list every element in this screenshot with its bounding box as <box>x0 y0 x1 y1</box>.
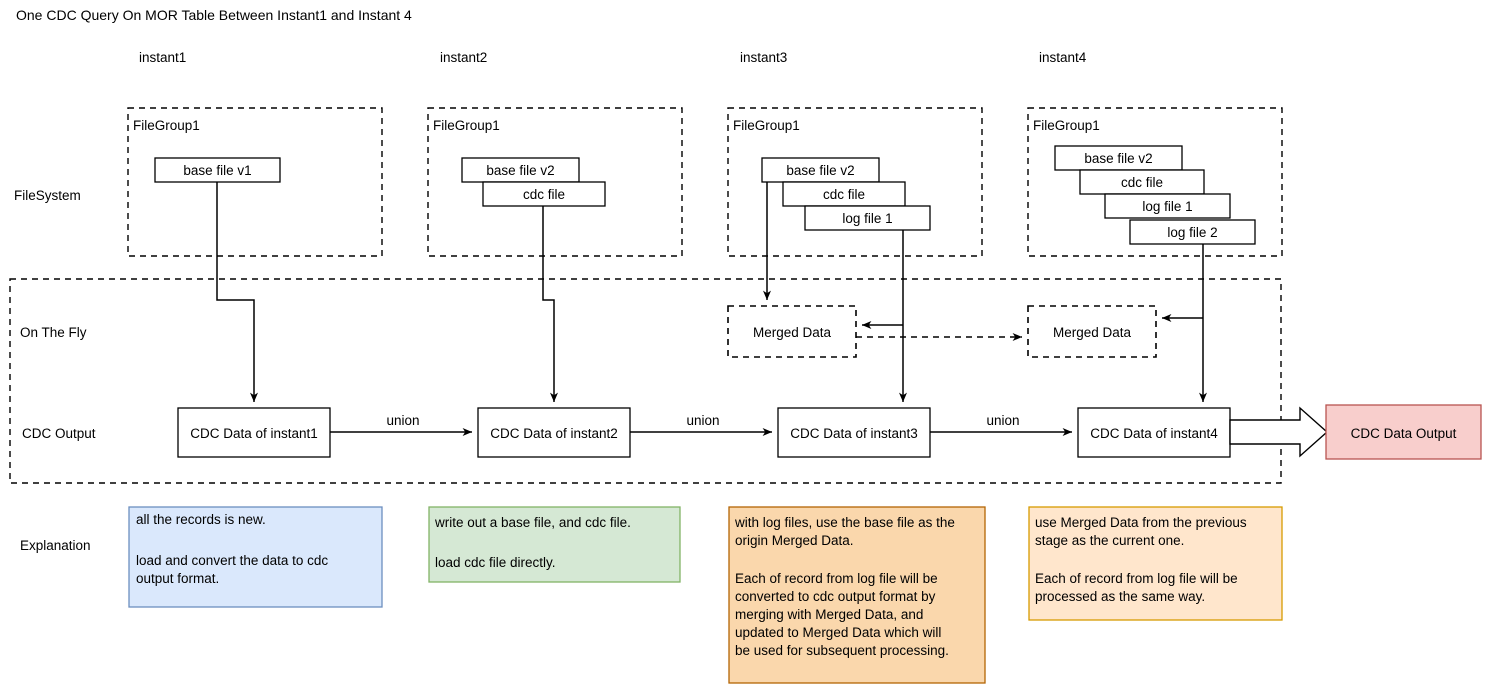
file-label: log file 2 <box>1167 225 1217 240</box>
cdc-data-label: CDC Data of instant1 <box>190 426 318 441</box>
connector-instant1-base-to-cdc <box>216 182 258 403</box>
explanation-line: Each of record from log file will be <box>735 571 938 586</box>
explanation-box-instant2: write out a base file, and cdc file. loa… <box>428 506 681 583</box>
column-header-instant4: instant4 <box>1039 50 1087 65</box>
file-box: cdc file <box>782 181 906 207</box>
explanation-line: output format. <box>136 571 219 586</box>
file-box: log file 2 <box>1129 219 1256 245</box>
cdc-data-label: CDC Data of instant3 <box>790 426 918 441</box>
file-label: base file v2 <box>1084 151 1152 166</box>
filegroup-container-instant1 <box>127 107 383 257</box>
explanation-line: converted to cdc output format by <box>735 589 936 604</box>
file-label: log file 1 <box>1142 199 1192 214</box>
file-box: cdc file <box>1079 169 1205 195</box>
explanation-line: all the records is new. <box>136 512 266 527</box>
explanation-box-instant1: all the records is new. load and convert… <box>128 506 383 608</box>
file-label: cdc file <box>523 187 565 202</box>
file-label: base file v2 <box>786 163 854 178</box>
file-label: base file v2 <box>486 163 554 178</box>
explanation-box-instant3: with log files, use the base file as the… <box>728 506 986 684</box>
explanation-line: merging with Merged Data, and <box>735 607 923 622</box>
explanation-line: use Merged Data from the previous <box>1035 515 1247 530</box>
explanation-line: with log files, use the base file as the <box>734 515 955 530</box>
filegroup-container-instant3 <box>727 107 983 257</box>
file-box: log file 1 <box>804 205 931 231</box>
file-box: log file 1 <box>1104 193 1231 219</box>
explanation-line: origin Merged Data. <box>735 533 854 548</box>
explanation-line: be used for subsequent processing. <box>735 643 949 658</box>
cdc-data-label: CDC Data of instant2 <box>490 426 618 441</box>
union-label-2: union <box>686 413 719 428</box>
merged-data-label: Merged Data <box>753 325 832 340</box>
explanation-line: Each of record from log file will be <box>1035 571 1238 586</box>
filegroup-container-instant4 <box>1027 107 1283 257</box>
file-box: base file v2 <box>761 157 880 183</box>
block-arrow-to-output <box>1229 406 1329 458</box>
cdc-data-label: CDC Data of instant4 <box>1090 426 1218 441</box>
column-header-instant1: instant1 <box>139 50 186 65</box>
column-header-instant3: instant3 <box>740 50 787 65</box>
file-label: base file v1 <box>183 163 251 178</box>
explanation-box-instant4: use Merged Data from the previous stage … <box>1028 506 1283 621</box>
row-label-on-the-fly: On The Fly <box>20 325 87 340</box>
explanation-line: load and convert the data to cdc <box>136 553 328 568</box>
page-title: One CDC Query On MOR Table Between Insta… <box>16 7 412 23</box>
cdc-data-node: CDC Data of instant2 <box>477 407 631 458</box>
cdc-data-node: CDC Data of instant1 <box>177 407 331 458</box>
cdc-data-output-label: CDC Data Output <box>1351 426 1457 441</box>
file-box: cdc file <box>482 181 606 207</box>
union-label-1: union <box>386 413 419 428</box>
file-box: base file v1 <box>154 157 281 183</box>
cdc-data-node: CDC Data of instant4 <box>1077 407 1231 458</box>
row-label-cdc-output: CDC Output <box>22 426 96 441</box>
cdc-data-output-node: CDC Data Output <box>1325 404 1482 460</box>
explanation-line: write out a base file, and cdc file. <box>434 515 631 530</box>
column-header-instant2: instant2 <box>440 50 487 65</box>
filegroup-container-instant2 <box>427 107 683 257</box>
explanation-line: processed as the same way. <box>1035 589 1205 604</box>
union-label-3: union <box>986 413 1019 428</box>
cdc-data-node: CDC Data of instant3 <box>777 407 931 458</box>
file-box: base file v2 <box>1054 145 1183 171</box>
explanation-line: load cdc file directly. <box>435 555 556 570</box>
filegroup-label-instant4: FileGroup1 <box>1033 118 1100 133</box>
file-label: cdc file <box>823 187 865 202</box>
file-label: cdc file <box>1121 175 1163 190</box>
row-label-explanation: Explanation <box>20 538 91 553</box>
filegroup-label-instant3: FileGroup1 <box>733 118 800 133</box>
merged-data-label: Merged Data <box>1053 325 1132 340</box>
file-label: log file 1 <box>842 211 892 226</box>
merged-data-node: Merged Data <box>1027 305 1157 358</box>
filegroup-label-instant1: FileGroup1 <box>133 118 200 133</box>
explanation-line: updated to Merged Data which will <box>735 625 941 640</box>
filegroup-label-instant2: FileGroup1 <box>433 118 500 133</box>
explanation-line: stage as the current one. <box>1035 533 1184 548</box>
row-label-filesystem: FileSystem <box>14 188 81 203</box>
merged-data-node: Merged Data <box>727 305 857 358</box>
connector-instant2-cdc-to-cdc <box>542 206 558 403</box>
file-box: base file v2 <box>461 157 580 183</box>
